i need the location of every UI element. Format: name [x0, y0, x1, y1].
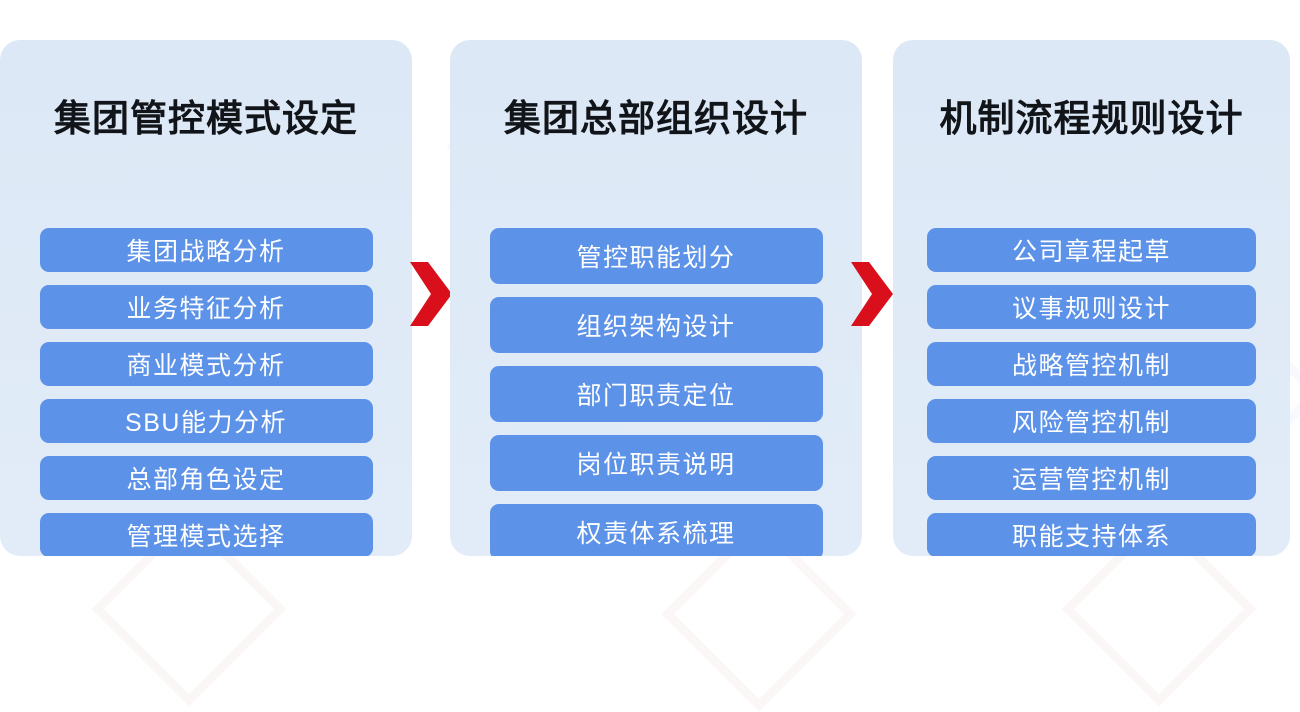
chevron-right-icon [851, 262, 893, 326]
stage-item[interactable]: 权责体系梳理 [489, 504, 823, 556]
stage-item[interactable]: 商业模式分析 [39, 342, 373, 386]
stage-item[interactable]: 总部角色设定 [39, 456, 373, 500]
stage-item[interactable]: 职能支持体系 [927, 513, 1256, 556]
stage-item-list-2: 管控职能划分 组织架构设计 部门职责定位 岗位职责说明 权责体系梳理 [450, 228, 862, 556]
chevron-right-icon [410, 262, 452, 326]
stage-panel-1: 集团管控模式设定 集团战略分析 业务特征分析 商业模式分析 SBU能力分析 总部… [0, 40, 412, 556]
stage-item-list-3: 公司章程起草 议事规则设计 战略管控机制 风险管控机制 运营管控机制 职能支持体… [893, 228, 1290, 556]
stage-panel-3: 机制流程规则设计 公司章程起草 议事规则设计 战略管控机制 风险管控机制 运营管… [893, 40, 1290, 556]
stage-item[interactable]: 集团战略分析 [39, 228, 373, 272]
stage-item[interactable]: 管理模式选择 [39, 513, 373, 556]
stage-item[interactable]: 部门职责定位 [489, 366, 823, 422]
stage-item[interactable]: 战略管控机制 [927, 342, 1256, 386]
stage-item-list-1: 集团战略分析 业务特征分析 商业模式分析 SBU能力分析 总部角色设定 管理模式… [0, 228, 412, 556]
stage-panel-2: 集团总部组织设计 管控职能划分 组织架构设计 部门职责定位 岗位职责说明 权责体… [450, 40, 862, 556]
stage-item[interactable]: 议事规则设计 [927, 285, 1256, 329]
stage-item[interactable]: 组织架构设计 [489, 297, 823, 353]
stage-item[interactable]: 公司章程起草 [927, 228, 1256, 272]
stage-item[interactable]: 风险管控机制 [927, 399, 1256, 443]
stage-title-3: 机制流程规则设计 [939, 98, 1244, 139]
stage-item[interactable]: 业务特征分析 [39, 285, 373, 329]
stage-title-1: 集团管控模式设定 [54, 98, 358, 139]
stage-item[interactable]: 运营管控机制 [927, 456, 1256, 500]
process-flow-diagram: 集团管控模式设定 集团战略分析 业务特征分析 商业模式分析 SBU能力分析 总部… [0, 40, 1290, 556]
stage-item[interactable]: 管控职能划分 [489, 228, 823, 284]
stage-title-2: 集团总部组织设计 [504, 98, 808, 139]
stage-item[interactable]: SBU能力分析 [39, 399, 373, 443]
stage-item[interactable]: 岗位职责说明 [489, 435, 823, 491]
